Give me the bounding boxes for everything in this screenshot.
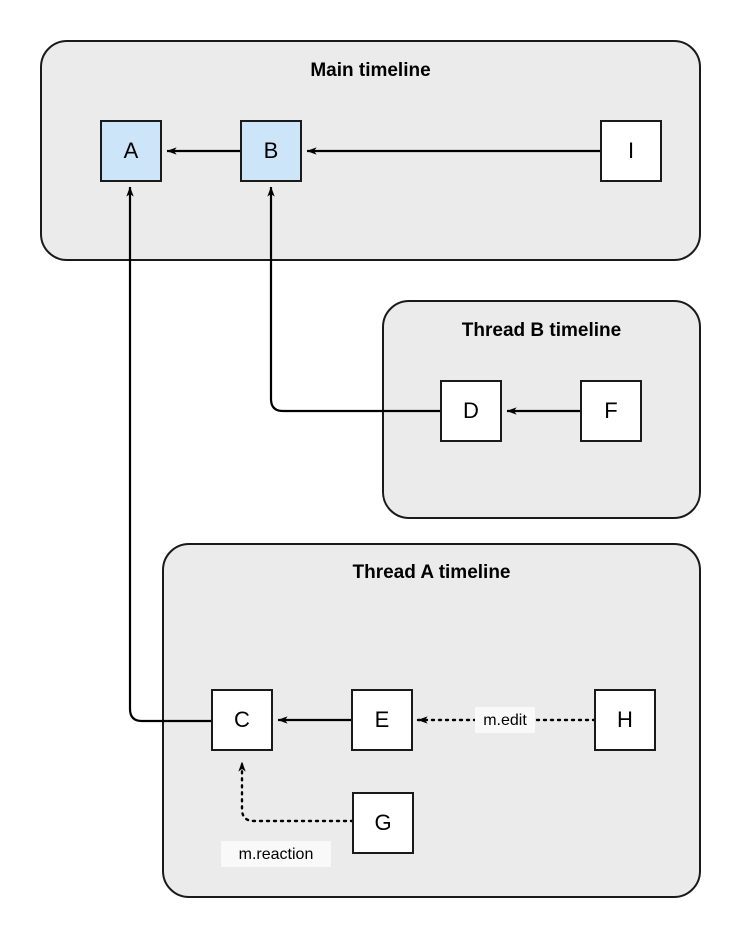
node-c-label: C xyxy=(234,707,250,732)
node-b[interactable]: B xyxy=(240,120,302,182)
group-thread-a-timeline-title: Thread A timeline xyxy=(352,562,510,583)
node-g-label: G xyxy=(374,810,391,835)
node-g-box[interactable] xyxy=(352,792,414,854)
group-main-timeline-title: Main timeline xyxy=(310,60,430,81)
edge-label-m-edit-text: m.edit xyxy=(483,712,527,729)
edge-c-to-a xyxy=(126,186,212,723)
node-a[interactable]: A xyxy=(100,120,162,182)
node-a-label: A xyxy=(124,138,139,163)
edge-label-m-reaction: m.reaction xyxy=(221,841,331,867)
edge-label-m-reaction-text: m.reaction xyxy=(239,846,314,863)
node-b-label: B xyxy=(264,138,279,163)
node-d-box[interactable] xyxy=(440,380,502,442)
node-h[interactable]: H xyxy=(594,689,656,751)
node-c[interactable]: C xyxy=(211,689,273,751)
node-i-label: I xyxy=(628,138,634,163)
group-thread-b-timeline-title: Thread B timeline xyxy=(462,320,621,341)
edge-label-m-edit-backdrop xyxy=(475,707,535,733)
node-d-label: D xyxy=(463,398,479,423)
node-b-box[interactable] xyxy=(240,120,302,182)
node-i[interactable]: I xyxy=(600,120,662,182)
node-h-label: H xyxy=(617,707,633,732)
node-f-box[interactable] xyxy=(580,380,642,442)
node-h-box[interactable] xyxy=(594,689,656,751)
node-c-box[interactable] xyxy=(211,689,273,751)
node-g[interactable]: G xyxy=(352,792,414,854)
edge-d-to-b xyxy=(267,186,441,413)
node-e-box[interactable] xyxy=(351,689,413,751)
node-a-box[interactable] xyxy=(100,120,162,182)
node-f[interactable]: F xyxy=(580,380,642,442)
edge-label-m-reaction-backdrop xyxy=(221,841,331,867)
node-f-label: F xyxy=(604,398,617,423)
node-d[interactable]: D xyxy=(440,380,502,442)
node-e[interactable]: E xyxy=(351,689,413,751)
edge-label-m-edit: m.edit xyxy=(475,707,535,733)
node-i-box[interactable] xyxy=(600,120,662,182)
group-thread-b-timeline-box xyxy=(382,300,701,519)
group-thread-b-timeline: Thread B timeline xyxy=(382,300,701,519)
node-e-label: E xyxy=(375,707,390,732)
edge-g-to-c xyxy=(238,760,355,823)
